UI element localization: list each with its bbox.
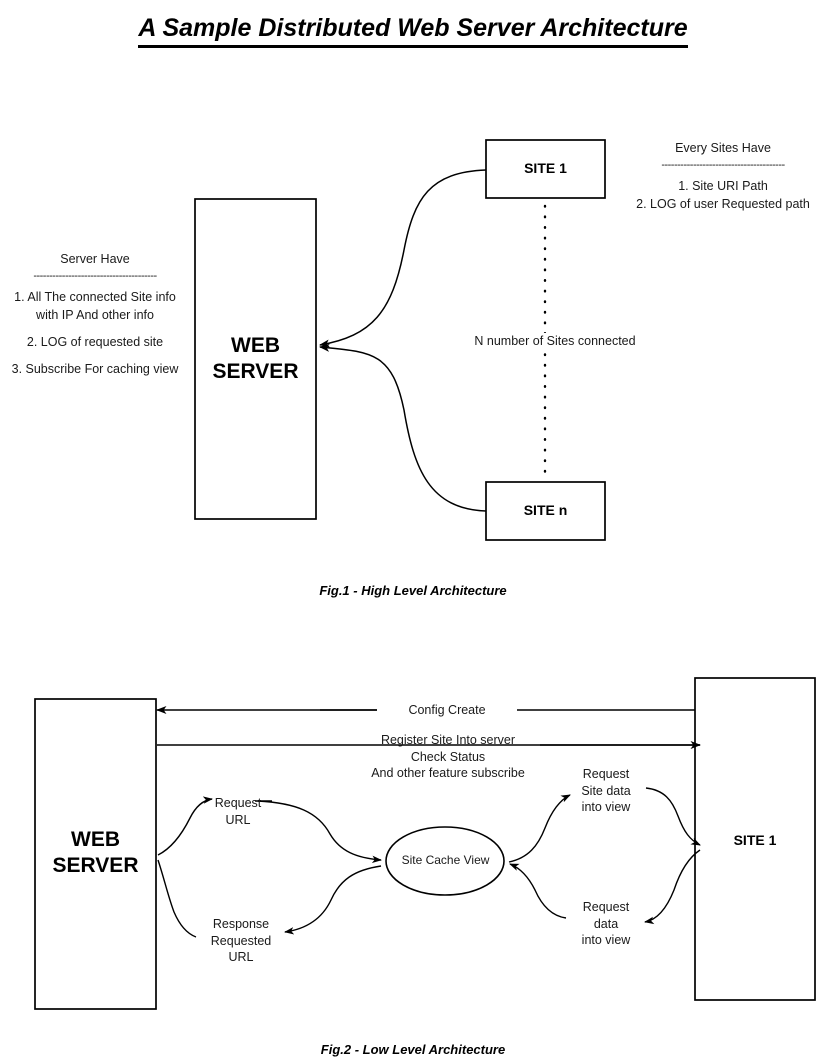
page-title-text: A Sample Distributed Web Server Architec… [138, 14, 688, 48]
fig2-response-url-line1: Response [212, 917, 270, 931]
fig2-request-site-data-label: Request Site data into view [568, 766, 644, 816]
fig1-site1-box [485, 139, 606, 199]
fig1-n-sites-note: N number of Sites connected [455, 333, 655, 350]
server-have-item-2: 2. LOG of requested site [26, 335, 164, 350]
fig2-curve-request-url-to-cache [257, 800, 382, 864]
page-title: A Sample Distributed Web Server Architec… [0, 14, 826, 48]
fig2-web-server-line2: SERVER [52, 853, 139, 877]
fig2-request-url-label: Request URL [203, 795, 273, 828]
fig1-sites-have-note: Every Sites Have -----------------------… [620, 139, 826, 213]
fig2-request-data-line2: data [593, 916, 619, 931]
fig2-request-url-line2: URL [225, 812, 251, 827]
server-have-spacer-2 [0, 351, 190, 360]
fig2-request-url-line1: Request [214, 796, 262, 810]
server-have-heading: Server Have [60, 252, 130, 266]
fig2-arrow-cache-to-site-request [508, 794, 571, 863]
fig1-arrow-site1-to-server [318, 169, 487, 348]
fig2-web-server-line1: WEB [71, 828, 120, 851]
sites-have-rule: --------------------------------------- [661, 159, 785, 172]
sites-have-heading: Every Sites Have [675, 141, 771, 155]
server-have-rule: --------------------------------------- [33, 270, 157, 283]
fig2-register-line2: Check Status [410, 749, 486, 764]
fig2-register-label: Register Site Into server Check Status A… [358, 732, 538, 782]
fig2-web-server-label: WEB SERVER [35, 827, 156, 878]
sites-have-item-1: 1. Site URI Path [678, 179, 768, 194]
server-have-item-1: 1. All The connected Site info [14, 290, 176, 305]
fig2-config-create-label: Config Create [377, 702, 517, 719]
fig2-curve-response-to-server [157, 859, 197, 938]
fig2-request-data-label: Request data into view [570, 899, 642, 949]
fig1-siten-label: SITE n [523, 502, 568, 518]
fig1-web-server-label: WEB SERVER [195, 333, 316, 384]
figure1-caption: Fig.1 - High Level Architecture [319, 583, 507, 598]
figure2-caption: Fig.2 - Low Level Architecture [320, 1042, 506, 1057]
fig2-site-cache-view-label: Site Cache View [401, 853, 490, 867]
fig1-arrow-siten-to-server [318, 343, 487, 512]
server-have-item-1b: with IP And other info [36, 308, 154, 323]
fig1-server-have-note: Server Have ----------------------------… [0, 250, 190, 379]
fig1-web-server-line1: WEB [231, 334, 280, 357]
fig2-request-site-data-line2: Site data [581, 783, 631, 798]
fig1-web-server-box [194, 198, 317, 520]
fig2-request-site-data-line1: Request [582, 767, 630, 781]
server-have-spacer-1 [0, 324, 190, 333]
fig2-curve-cache-to-response [284, 865, 382, 935]
fig2-curve-request-data-to-cache [509, 863, 567, 919]
fig2-web-server-box [34, 698, 157, 1010]
fig2-site1-label: SITE 1 [733, 832, 777, 848]
server-have-item-3: 3. Subscribe For caching view [11, 362, 179, 377]
fig2-site-cache-view-node [385, 826, 505, 896]
fig2-response-url-label: Response Requested URL [196, 916, 286, 966]
sites-have-item-2: 2. LOG of user Requested path [636, 197, 810, 212]
fig2-response-url-line3: URL [228, 950, 254, 964]
fig2-request-data-line1: Request [582, 900, 630, 914]
fig2-curve-site-request-to-site [645, 787, 701, 846]
fig2-curve-site-to-request-data [644, 849, 701, 925]
fig2-arrow-request-url-out [157, 796, 213, 856]
fig2-register-line1: Register Site Into server [380, 733, 516, 747]
fig2-site1-box [694, 677, 816, 1001]
fig2-request-site-data-line3: into view [581, 800, 631, 814]
fig2-request-data-line3: into view [581, 933, 631, 947]
fig2-register-line3: And other feature subscribe [371, 766, 525, 780]
fig1-siten-box [485, 481, 606, 541]
fig2-response-url-line2: Requested [210, 933, 272, 948]
fig1-site1-label: SITE 1 [524, 160, 567, 176]
fig1-web-server-line2: SERVER [212, 359, 299, 383]
